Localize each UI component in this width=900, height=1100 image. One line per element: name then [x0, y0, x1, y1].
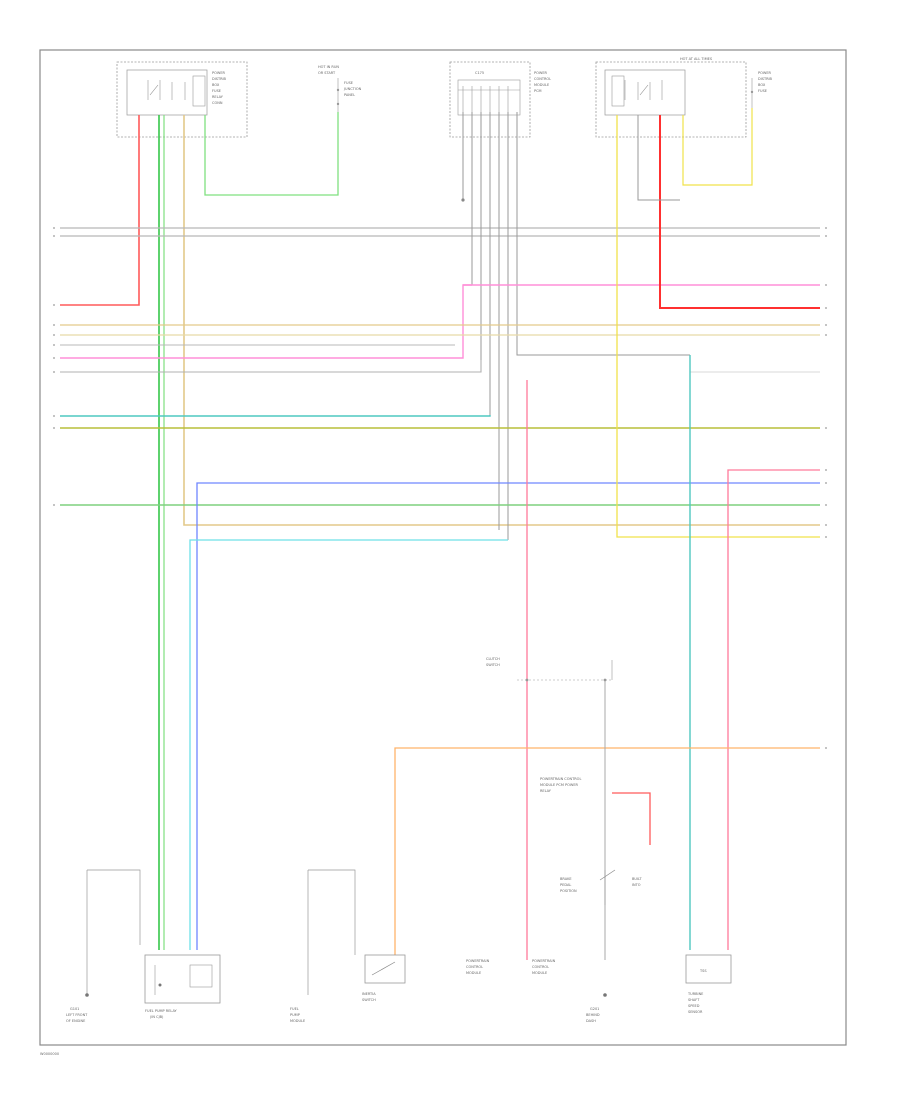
- ground-left: G101 LEFT FRONT OF ENGINE: [66, 869, 141, 1023]
- pcm-center-box: C175 POWER CONTROL MODULE PCM: [449, 61, 551, 138]
- fuel-pump-relay: FUEL PUMP RELAY (IN CJB): [144, 954, 221, 1019]
- wire-cyan: [189, 539, 508, 950]
- wire-gray-right-pcm: [637, 115, 680, 201]
- wire-gray-h2: [60, 360, 482, 373]
- right-edge-ticks: [825, 227, 827, 749]
- svg-text:PUMP: PUMP: [290, 1013, 300, 1017]
- svg-text:POWER: POWER: [758, 71, 772, 75]
- svg-text:TSS: TSS: [699, 969, 707, 973]
- inertia-switch: INERTIA SWITCH: [362, 954, 406, 1002]
- svg-text:BRAKE: BRAKE: [560, 877, 572, 881]
- wire-blue: [196, 482, 820, 950]
- svg-text:BUILT: BUILT: [632, 877, 642, 881]
- svg-text:LEFT FRONT: LEFT FRONT: [66, 1013, 88, 1017]
- wire-bundle-center: [462, 112, 690, 540]
- svg-text:OF ENGINE: OF ENGINE: [66, 1019, 85, 1023]
- svg-text:G201: G201: [590, 1007, 599, 1011]
- svg-text:DISTRIB: DISTRIB: [212, 77, 227, 81]
- pcm-bottom-label: POWERTRAIN CONTROL MODULE POWERTRAIN CON…: [466, 959, 556, 975]
- svg-text:SWITCH: SWITCH: [362, 998, 376, 1002]
- svg-text:FUSE: FUSE: [344, 81, 353, 85]
- svg-text:INERTIA: INERTIA: [362, 992, 376, 996]
- wire-teal-left: [60, 415, 491, 417]
- pcm-right-box: HOT AT ALL TIMES POWER DISTRIB BOX FUSE: [595, 57, 773, 138]
- splice-center: [461, 198, 465, 202]
- svg-text:FUSE: FUSE: [758, 89, 767, 93]
- svg-text:SHAFT: SHAFT: [688, 998, 700, 1002]
- svg-text:CONTROL: CONTROL: [534, 77, 551, 81]
- wire-red-left: [60, 115, 140, 306]
- svg-text:CLUTCH: CLUTCH: [486, 657, 500, 661]
- svg-text:POWER: POWER: [534, 71, 548, 75]
- fuse-block-top-center: HOT IN RUN OR START FUSE JUNCTION PANEL: [318, 65, 362, 112]
- svg-text:HOT IN RUN: HOT IN RUN: [318, 65, 339, 69]
- clutch-switch: CLUTCH SWITCH: [486, 657, 613, 960]
- wire-light-green-loop: [204, 112, 339, 196]
- svg-text:PANEL: PANEL: [344, 93, 355, 97]
- wire-tan-left: [183, 115, 820, 526]
- svg-text:FUEL PUMP RELAY: FUEL PUMP RELAY: [145, 1009, 178, 1013]
- svg-text:C175: C175: [475, 71, 484, 75]
- svg-text:FUEL: FUEL: [290, 1007, 299, 1011]
- svg-text:BEHIND: BEHIND: [586, 1013, 600, 1017]
- footer-code: W0000000: [40, 1052, 59, 1056]
- svg-text:DASH: DASH: [586, 1019, 596, 1023]
- svg-text:POWER: POWER: [212, 71, 226, 75]
- svg-text:POWERTRAIN: POWERTRAIN: [466, 959, 490, 963]
- svg-text:MODULE: MODULE: [532, 971, 547, 975]
- svg-text:RELAY: RELAY: [212, 95, 224, 99]
- svg-text:SWITCH: SWITCH: [486, 663, 500, 667]
- svg-text:BOX: BOX: [212, 83, 220, 87]
- svg-text:INTO: INTO: [632, 883, 641, 887]
- svg-text:TURBINE: TURBINE: [687, 992, 703, 996]
- svg-text:CONN: CONN: [212, 101, 223, 105]
- svg-text:MODULE: MODULE: [534, 83, 549, 87]
- svg-text:MODULE: MODULE: [290, 1019, 305, 1023]
- diagram-frame: [39, 49, 847, 1046]
- wire-pink-right: [60, 284, 472, 359]
- svg-text:JUNCTION: JUNCTION: [343, 87, 362, 91]
- left-edge-ticks: [53, 227, 55, 506]
- pcm-left-box: POWER DISTRIB BOX FUSE RELAY CONN: [116, 61, 248, 138]
- brake-switch: BRAKE PEDAL POSITION BUILT INTO G201 BEH…: [560, 869, 642, 1023]
- svg-text:POWERTRAIN CONTROL: POWERTRAIN CONTROL: [540, 777, 581, 781]
- fuel-pump: FUEL PUMP MODULE: [290, 869, 356, 1023]
- svg-text:CONTROL: CONTROL: [532, 965, 549, 969]
- svg-text:DISTRIB: DISTRIB: [758, 77, 773, 81]
- relay-label: POWERTRAIN CONTROL MODULE PCM POWER RELA…: [540, 777, 581, 793]
- svg-text:RELAY: RELAY: [540, 789, 552, 793]
- wire-yellow-right: [616, 115, 820, 538]
- wire-red-right: [659, 115, 820, 309]
- svg-text:PCM: PCM: [534, 89, 542, 93]
- svg-text:OR START: OR START: [318, 71, 336, 75]
- svg-text:G101: G101: [70, 1007, 79, 1011]
- svg-text:FUSE: FUSE: [212, 89, 221, 93]
- svg-text:MODULE PCM POWER: MODULE PCM POWER: [540, 783, 579, 787]
- svg-text:MODULE: MODULE: [466, 971, 481, 975]
- wire-yellow-loop: [682, 108, 753, 186]
- transmission-sensor: TSS TURBINE SHAFT SPEED SENSOR: [685, 954, 732, 1014]
- svg-text:PEDAL: PEDAL: [560, 883, 571, 887]
- svg-text:SPEED: SPEED: [688, 1004, 700, 1008]
- svg-text:POSITION: POSITION: [560, 889, 577, 893]
- svg-text:BOX: BOX: [758, 83, 766, 87]
- wire-red-relay: [612, 792, 651, 845]
- svg-text:(IN CJB): (IN CJB): [150, 1015, 164, 1019]
- svg-text:POWERTRAIN: POWERTRAIN: [532, 959, 556, 963]
- wire-salmon-right: [727, 469, 820, 950]
- wire-orange: [394, 747, 820, 955]
- svg-text:CONTROL: CONTROL: [466, 965, 483, 969]
- svg-text:SENSOR: SENSOR: [688, 1010, 703, 1014]
- svg-text:HOT AT ALL TIMES: HOT AT ALL TIMES: [680, 57, 713, 61]
